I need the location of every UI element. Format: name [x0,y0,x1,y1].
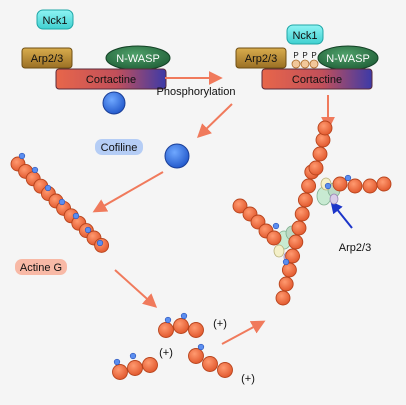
actin-subunit-branched-network [291,220,307,236]
cofilin-dot [113,358,121,366]
arp23-label-left: Arp2/3 [31,53,63,65]
phospho-p-1: P [293,51,298,60]
actine-g-label: Actine G [20,262,62,274]
phosphate-group [291,59,301,69]
actin-monomer [112,364,128,380]
actin-subunit-branched-network [317,120,333,136]
actin-subunit-branched-network [301,178,317,194]
actin-subunit-branched-network [266,230,282,246]
actin-monomer [188,322,204,338]
actin-monomer [127,360,143,376]
phospho-p-2: P [302,51,307,60]
nck1-label-right: Nck1 [292,30,317,42]
actin-monomer [173,318,189,334]
actin-subunit-branched-network [312,146,328,162]
actin-subunit-branched-network [294,206,310,222]
cofilin-dot [272,222,280,230]
actin-subunit-branched-network [288,234,304,250]
actin-subunit-branched-network [347,178,363,194]
cofilin-dot [44,184,52,192]
cofilin-dot [31,166,39,174]
cofilin-dot [180,312,188,320]
actin-subunit-branched-network [275,290,291,306]
nck1-label-left: Nck1 [42,15,67,27]
phospho-p-3: P [311,51,316,60]
cofilin-dot [72,212,80,220]
cortactine-box-right [261,68,373,90]
cofilin-dot [197,343,205,351]
cofilin-dot [344,174,352,182]
complex-right: Nck1 Arp2/3 P P P N-WASP Cortactine [235,24,379,90]
cofiline-label: Cofiline [101,142,138,154]
cofilin-dot [96,239,104,247]
actin-subunit-branched-network [232,198,248,214]
cofiline-label-bg [95,139,143,155]
actin-monomer [188,348,204,364]
actin-monomer [217,362,233,378]
cofilin-dot [18,152,26,160]
arp23-label-right: Arp2/3 [245,53,277,65]
arp23-pointer-label: Arp2/3 [339,242,371,254]
actine-g-label-bg [15,259,67,275]
arrow-repolymerization [221,320,266,345]
actin-subunit-branched-network [285,248,301,264]
actin-subunit-branched-network [278,276,294,292]
arrow-cofilin-to-filament [92,171,164,213]
actin-subunit-branched-network [376,176,392,192]
actin-filaments [10,120,392,380]
nck1-box-left [36,9,74,30]
arrow-depolymerization [114,269,158,308]
cofilin-dot [282,258,290,266]
arp23-pointer-arrow [330,201,353,229]
arrow-release-cofilin [196,103,233,138]
cofilin-bound-left [102,91,126,115]
nwasp-label-left: N-WASP [116,53,160,65]
arp23-box-right [235,47,287,69]
complex-left: Nck1 Arp2/3 N-WASP Cortactine [21,9,171,115]
plus-label-bottom: (+) [241,373,255,385]
cofilin-dot [324,182,332,190]
actin-monomer [142,357,158,373]
phosphate-group [309,59,319,69]
cofilin-dot [58,198,66,206]
nck1-box-right [286,24,324,45]
arp23-branch-complex-upper [316,177,341,206]
actin-monomer [158,322,174,338]
cofilin-dot [129,352,137,360]
plus-label-top: (+) [213,318,227,330]
cofilin-free [164,143,190,169]
actin-subunit-branched-network [362,178,378,194]
phosphorylation-label: Phosphorylation [157,86,236,98]
actin-monomer [202,356,218,372]
cofilin-dot [164,316,172,324]
nwasp-label-right: N-WASP [326,53,370,65]
cortactine-label-left: Cortactine [86,74,136,86]
arp23-box-left [21,47,73,69]
cortactine-label-right: Cortactine [292,74,342,86]
actin-subunit-branched-network [297,192,313,208]
actin-subunit-branched-network [308,160,324,176]
actin-subunit-branched-network [332,176,348,192]
phosphate-group [300,59,310,69]
actin-subunit-branched-network [281,262,297,278]
plus-label-mid: (+) [159,347,173,359]
cofilin-dot [84,226,92,234]
